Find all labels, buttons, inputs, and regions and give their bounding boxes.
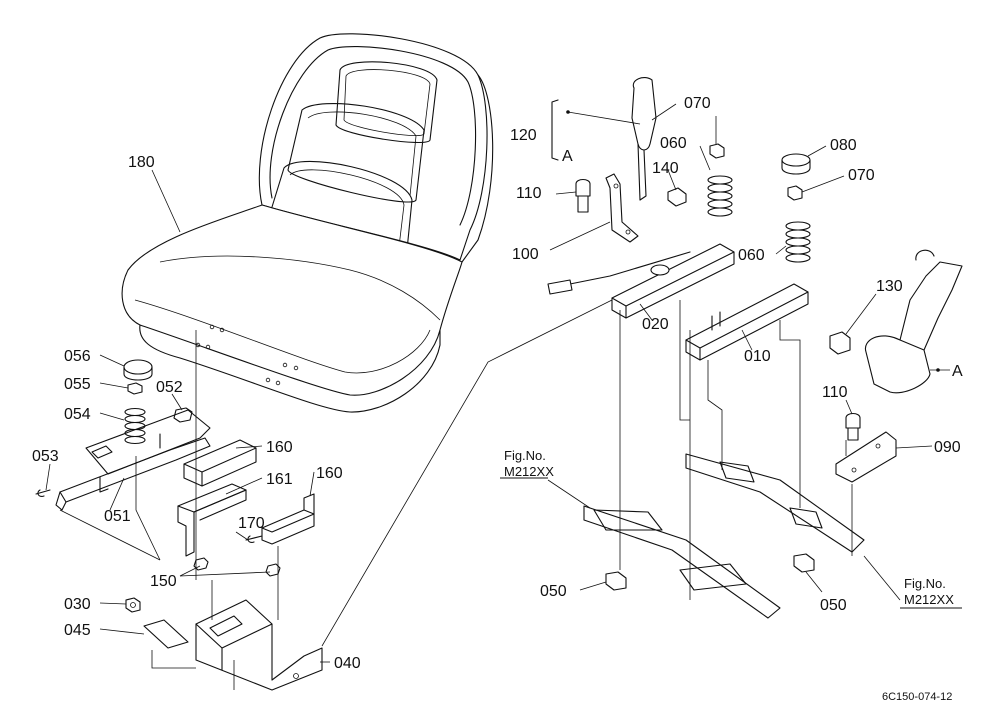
label-110-a: 110 bbox=[516, 185, 542, 202]
label-070-b: 070 bbox=[848, 167, 875, 184]
label-a-top: A bbox=[562, 148, 573, 165]
label-052: 052 bbox=[156, 379, 183, 396]
label-051: 051 bbox=[104, 508, 131, 525]
label-090: 090 bbox=[934, 439, 961, 456]
label-130: 130 bbox=[876, 278, 903, 295]
label-150: 150 bbox=[150, 573, 177, 590]
label-161: 161 bbox=[266, 471, 293, 488]
label-140: 140 bbox=[652, 160, 679, 177]
fig-ref-right: Fig.No. M212XX bbox=[904, 576, 954, 607]
fig-ref-left-line1: Fig.No. bbox=[504, 448, 546, 463]
bracket-120 bbox=[551, 99, 559, 161]
label-030: 030 bbox=[64, 596, 91, 613]
part-labels: 180 120 A 070 060 140 110 100 080 070 06… bbox=[32, 95, 963, 672]
label-170: 170 bbox=[238, 515, 265, 532]
fig-ref-left-line2: M212XX bbox=[504, 464, 554, 479]
label-180: 180 bbox=[128, 154, 155, 171]
label-040: 040 bbox=[334, 655, 361, 672]
label-100: 100 bbox=[512, 246, 539, 263]
label-056: 056 bbox=[64, 348, 91, 365]
label-110-b: 110 bbox=[822, 384, 848, 401]
label-070-a: 070 bbox=[684, 95, 711, 112]
label-055: 055 bbox=[64, 376, 91, 393]
label-050-b: 050 bbox=[820, 597, 847, 614]
label-120: 120 bbox=[510, 127, 537, 144]
seat-180 bbox=[121, 33, 494, 413]
fig-ref-right-line1: Fig.No. bbox=[904, 576, 946, 591]
leader-lines bbox=[45, 103, 950, 663]
slide-assembly-group bbox=[547, 77, 963, 619]
label-050-a: 050 bbox=[540, 583, 567, 600]
label-045: 045 bbox=[64, 622, 91, 639]
fig-ref-right-line2: M212XX bbox=[904, 592, 954, 607]
drawing-code: 6C150-074-12 bbox=[882, 691, 952, 703]
label-160-a: 160 bbox=[266, 439, 293, 456]
label-060-a: 060 bbox=[660, 135, 687, 152]
label-053: 053 bbox=[32, 448, 59, 465]
label-054: 054 bbox=[64, 406, 91, 423]
label-160-b: 160 bbox=[316, 465, 343, 482]
label-020: 020 bbox=[642, 316, 669, 333]
assembly-lines bbox=[59, 299, 853, 690]
label-a-right: A bbox=[952, 363, 963, 380]
label-080: 080 bbox=[830, 137, 857, 154]
fig-ref-left: Fig.No. M212XX bbox=[504, 448, 554, 479]
label-060-b: 060 bbox=[738, 247, 765, 264]
label-010: 010 bbox=[744, 348, 771, 365]
